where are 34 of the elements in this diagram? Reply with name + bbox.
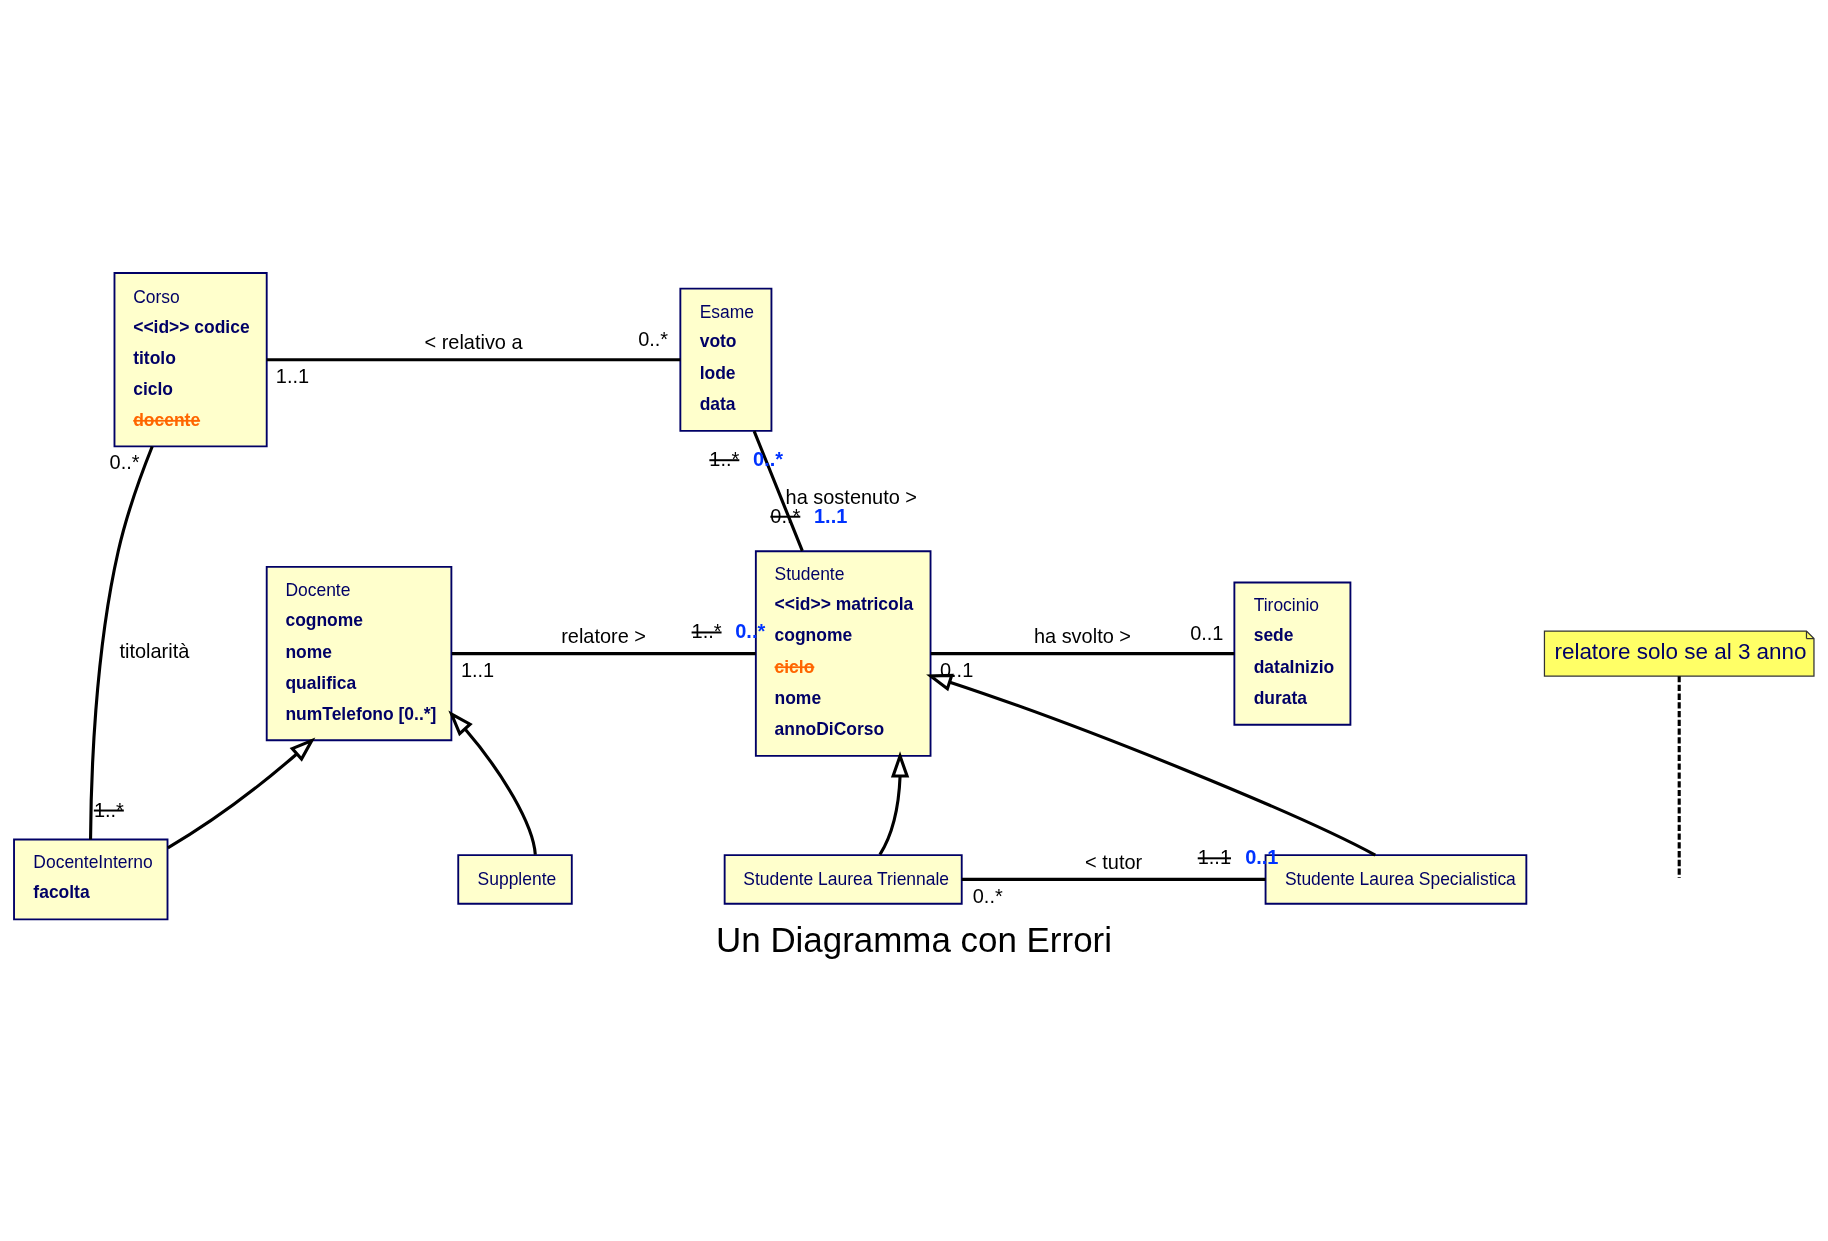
node-box: Supplente [457,854,573,905]
label: 1..* [93,798,124,821]
node-box: Tirocinio sede dataInizio durata [1233,581,1352,726]
label: 0..1 [1190,621,1224,644]
arrow [926,673,1376,857]
label: 1..1 [1197,846,1232,869]
diagram-title: Un Diagramma con Errori [716,920,1112,960]
connector [1677,676,1681,879]
connector [752,430,804,552]
connector [961,877,1266,881]
node-box: Corso <<id>> codice titolo ciclo docente [113,272,268,448]
connector [451,652,756,656]
edge-label: < relativo a [424,331,523,354]
label: 1..1 [460,658,495,681]
label: 0..* [109,451,140,474]
label: 1..* [709,448,740,471]
connector [89,445,154,840]
arrow [878,751,910,856]
connector [266,358,681,362]
label: 1..1 [275,365,310,388]
edge-label: titolarità [119,640,190,663]
node-box: Docente cognome nome qualifica numTelefono [0..*] [265,565,453,742]
node-box: DocenteInterno facolta [13,838,169,921]
label: 1..* [691,620,722,643]
label: 0..* [638,327,669,350]
connector [930,652,1235,656]
edge-label: ha svolto > [1033,625,1131,648]
node-box: Studente Laurea Triennale [723,854,963,905]
edge-label: < tutor [1085,851,1143,874]
label: 0..* [972,884,1003,907]
node-box: Esame voto lode data [679,287,773,432]
edge-label: relatore > [561,625,647,648]
arrow [448,710,537,855]
arrow [167,737,316,850]
